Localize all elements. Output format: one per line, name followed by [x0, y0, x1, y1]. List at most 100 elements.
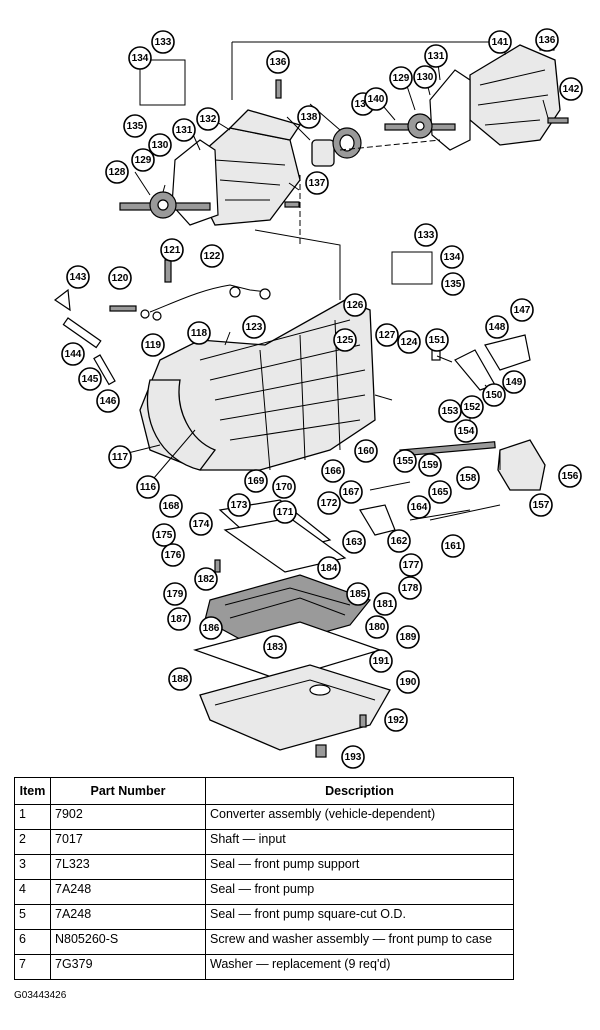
callout-circle: [440, 245, 464, 269]
description-cell: Screw and washer assembly — front pump t…: [205, 929, 514, 955]
callout-circle: [339, 480, 363, 504]
callout-number: 156: [562, 471, 579, 482]
callout-130: 130: [148, 133, 172, 157]
callout-number: 165: [432, 487, 449, 498]
callout-158: 158: [456, 466, 480, 490]
item-cell: 7: [14, 954, 51, 980]
callout-number: 151: [429, 335, 446, 346]
callout-circle: [364, 87, 388, 111]
callout-number: 176: [165, 550, 182, 561]
callout-number: 189: [400, 632, 417, 643]
callout-number: 174: [193, 519, 210, 530]
callout-circle: [167, 607, 191, 631]
oil-pan: [199, 664, 391, 751]
callout-143: 143: [66, 265, 90, 289]
callout-142: 142: [559, 77, 583, 101]
callout-131: 131: [424, 44, 448, 68]
callout-number: 119: [145, 340, 162, 351]
callout-number: 134: [444, 252, 461, 263]
callout-circle: [159, 494, 183, 518]
callout-193: 193: [341, 745, 365, 769]
callout-121: 121: [160, 238, 184, 262]
callout-129: 129: [389, 66, 413, 90]
callout-number: 135: [445, 279, 462, 290]
callout-number: 133: [418, 230, 435, 241]
callout-172: 172: [317, 491, 341, 515]
figure-code: G03443426: [14, 990, 67, 1001]
callout-number: 155: [397, 456, 414, 467]
parking-rod-161: [429, 504, 501, 521]
table-header-row: Item Part Number Description: [14, 777, 514, 805]
callout-181: 181: [373, 592, 397, 616]
part-number-cell: 7A248: [50, 904, 206, 930]
description-cell: Washer — replacement (9 req'd): [205, 954, 514, 980]
callout-183: 183: [263, 635, 287, 659]
callout-circle: [396, 625, 420, 649]
callout-175: 175: [152, 523, 176, 547]
callout-circle: [151, 30, 175, 54]
callout-number: 190: [400, 677, 417, 688]
callout-number: 157: [533, 500, 550, 511]
callout-number: 150: [486, 390, 503, 401]
callout-number: 179: [167, 589, 184, 600]
callout-number: 145: [82, 374, 99, 385]
description-cell: Converter assembly (vehicle-dependent): [205, 804, 514, 830]
callout-145: 145: [78, 367, 102, 391]
callout-number: 184: [321, 563, 338, 574]
callout-number: 183: [267, 642, 284, 653]
callout-number: 141: [492, 37, 509, 48]
callout-circle: [424, 44, 448, 68]
callout-number: 116: [140, 482, 157, 493]
output-shaft-left: [119, 191, 211, 219]
callout-circle: [105, 160, 129, 184]
callout-135: 135: [123, 114, 147, 138]
callout-circle: [273, 500, 297, 524]
description-cell: Seal — front pump support: [205, 854, 514, 880]
callout-number: 147: [514, 305, 531, 316]
callout-number: 160: [358, 446, 375, 457]
callout-182: 182: [194, 567, 218, 591]
callout-117: 117: [108, 445, 132, 469]
callout-circle: [317, 556, 341, 580]
part-number-cell: 7017: [50, 829, 206, 855]
callout-number: 172: [321, 498, 338, 509]
callout-circle: [244, 469, 268, 493]
callout-128: 128: [105, 160, 129, 184]
callout-number: 152: [464, 402, 481, 413]
callout-number: 133: [155, 37, 172, 48]
callout-circle: [482, 383, 506, 407]
callout-144: 144: [61, 342, 85, 366]
extension-housing-right: [469, 44, 561, 146]
callout-number: 159: [422, 460, 439, 471]
callout-134: 134: [128, 46, 152, 70]
manual-lever-assembly: [399, 334, 546, 491]
callout-number: 134: [132, 53, 149, 64]
callout-number: 122: [204, 251, 221, 262]
callout-161: 161: [441, 534, 465, 558]
part-number-cell: N805260-S: [50, 929, 206, 955]
callout-116: 116: [136, 475, 160, 499]
callout-149: 149: [502, 370, 526, 394]
callout-119: 119: [141, 333, 165, 357]
callout-180: 180: [365, 615, 389, 639]
callout-circle: [66, 265, 90, 289]
item-cell: 4: [14, 879, 51, 905]
callout-circle: [346, 582, 370, 606]
callout-133: 133: [151, 30, 175, 54]
callout-circle: [194, 567, 218, 591]
callout-141: 141: [488, 30, 512, 54]
callout-circle: [108, 266, 132, 290]
callout-168: 168: [159, 494, 183, 518]
callout-132: 132: [196, 107, 220, 131]
callout-number: 140: [368, 94, 385, 105]
item-cell: 6: [14, 929, 51, 955]
callout-circle: [397, 330, 421, 354]
part-number-cell: 7G379: [50, 954, 206, 980]
callout-circle: [393, 449, 417, 473]
callout-number: 123: [246, 322, 263, 333]
callout-circle: [333, 328, 357, 352]
callout-number: 166: [325, 466, 342, 477]
callout-160: 160: [354, 439, 378, 463]
callout-circle: [141, 333, 165, 357]
callout-165: 165: [428, 480, 452, 504]
